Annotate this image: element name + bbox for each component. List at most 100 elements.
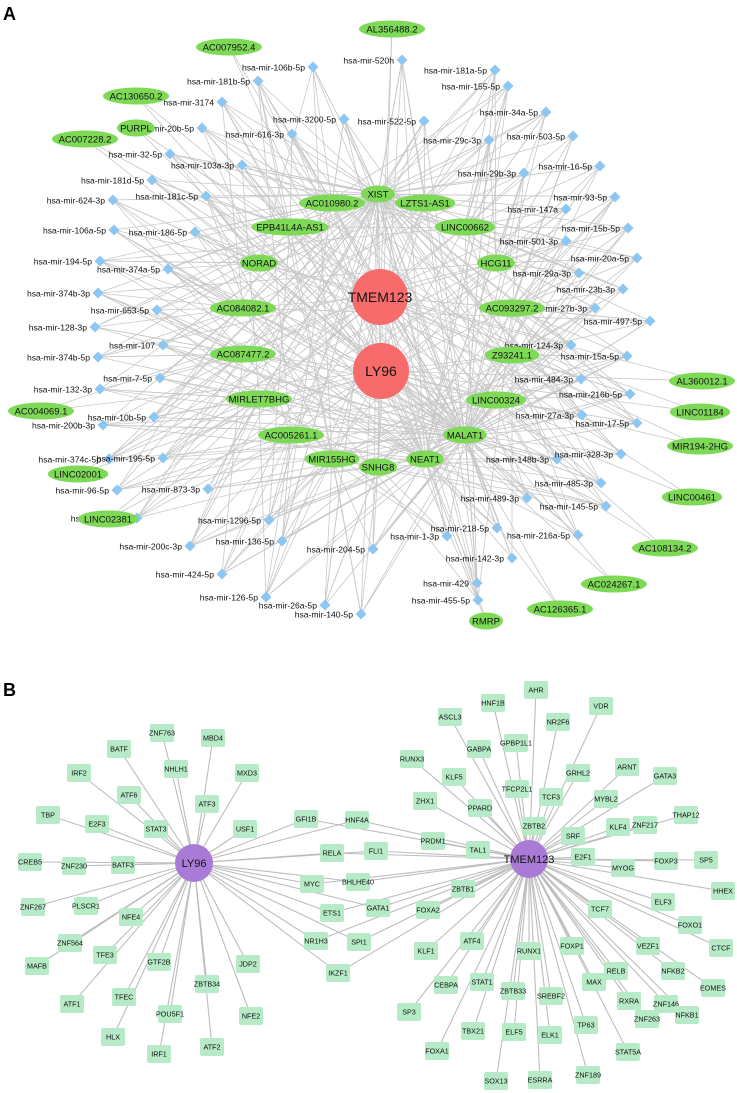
edge xyxy=(116,398,260,491)
hub-node xyxy=(353,343,409,399)
mirna-node xyxy=(338,113,350,125)
tf-node xyxy=(60,995,84,1013)
mirna-node xyxy=(491,522,503,534)
tf-label: ATF3 xyxy=(198,800,215,809)
tf-label: ZNF263 xyxy=(634,1015,660,1024)
lncrna-node xyxy=(479,299,545,317)
mirna-node xyxy=(489,64,501,76)
edge xyxy=(221,458,426,575)
edge xyxy=(512,858,530,992)
edge xyxy=(258,111,547,264)
edge xyxy=(136,434,292,519)
tf-node xyxy=(364,842,388,860)
lncrna-node xyxy=(299,194,365,212)
tf-label: ATF1 xyxy=(63,1000,80,1009)
lncrna-node xyxy=(359,20,425,38)
lncrna-label: AC010980.2 xyxy=(306,199,359,210)
mirna-node xyxy=(572,529,584,541)
mirna-label: hsa-mir-20b-5p xyxy=(136,124,194,134)
edge xyxy=(265,434,292,598)
edge xyxy=(464,434,622,455)
edge xyxy=(511,240,567,309)
lncrna-node xyxy=(484,346,540,364)
edge xyxy=(97,292,244,355)
lncrna-label: AC024267.1 xyxy=(588,580,641,591)
mirna-label: hsa-mir-1-3p xyxy=(390,532,439,542)
edge xyxy=(380,370,701,413)
lncrna-node xyxy=(661,488,723,506)
tf-node xyxy=(504,734,528,752)
lncrna-label: AC093297.2 xyxy=(486,304,539,315)
edge xyxy=(495,399,622,455)
edge xyxy=(258,398,448,537)
edge xyxy=(193,862,333,914)
mirna-node xyxy=(624,388,636,400)
mirna-node xyxy=(565,339,577,351)
edge xyxy=(162,202,426,459)
hub-node xyxy=(510,840,548,878)
tf-label: ASCL3 xyxy=(439,713,462,722)
lncrna-label: MALAT1 xyxy=(447,431,483,442)
mirna-label: hsa-mir-200c-3p xyxy=(119,542,182,552)
mirna-label: hsa-mir-181d-5p xyxy=(81,176,144,186)
tf-node xyxy=(67,764,91,782)
edge xyxy=(528,858,587,1026)
tf-label: MYOG xyxy=(612,864,634,873)
edge xyxy=(511,196,616,309)
mirna-node xyxy=(89,321,101,333)
mirna-label: hsa-mir-216b-5p xyxy=(559,390,622,400)
tf-node xyxy=(653,767,677,785)
lncrna-node xyxy=(667,437,733,455)
tf-node xyxy=(347,933,371,951)
tf-node xyxy=(85,815,109,833)
tf-label: HNF4A xyxy=(345,816,369,825)
edge xyxy=(377,85,509,195)
lncrna-node xyxy=(304,450,360,468)
edge xyxy=(77,296,381,475)
tf-node xyxy=(616,1043,640,1061)
tf-label: AHR xyxy=(528,686,543,695)
lncrna-label: AC130650.2 xyxy=(110,92,163,103)
tf-label: ZNF217 xyxy=(632,821,658,830)
mirna-label: hsa-mir-616-3p xyxy=(226,130,284,140)
tf-label: SRF xyxy=(566,832,581,841)
mirna-node xyxy=(252,75,264,87)
lncrna-label: AC005261.1 xyxy=(265,431,318,442)
edge xyxy=(379,296,693,498)
tf-node xyxy=(346,873,370,891)
tf-label: ELF3 xyxy=(654,898,671,907)
edge xyxy=(312,66,466,436)
edge xyxy=(423,120,466,436)
edge xyxy=(511,354,638,424)
mirna-node xyxy=(595,477,607,489)
tf-node xyxy=(438,708,462,726)
edge xyxy=(343,118,379,195)
lncrna-label: AC126365.1 xyxy=(534,605,587,616)
edge xyxy=(281,202,333,542)
tf-label: GPBP1L1 xyxy=(500,739,532,748)
edge xyxy=(193,862,249,965)
mirna-node xyxy=(518,167,530,179)
mirna-node xyxy=(575,373,587,385)
tf-label: IRF1 xyxy=(151,1050,167,1059)
edge xyxy=(193,862,252,1017)
edge xyxy=(281,354,513,542)
edge xyxy=(495,399,607,507)
mirna-node xyxy=(111,484,123,496)
edge xyxy=(464,344,572,436)
mirna-label: hsa-mir-328-3p xyxy=(555,450,613,460)
edge xyxy=(201,127,513,356)
edge xyxy=(151,179,260,264)
edge xyxy=(511,257,638,309)
edge xyxy=(189,193,379,547)
edge xyxy=(528,858,664,903)
edge xyxy=(464,422,638,436)
tf-node xyxy=(460,932,484,950)
tf-label: HHEX xyxy=(713,887,733,896)
edge xyxy=(221,193,379,575)
edge xyxy=(189,434,292,547)
tf-node xyxy=(470,973,494,991)
tf-node xyxy=(451,880,475,898)
tf-label: ZBTB33 xyxy=(500,987,526,996)
tf-node xyxy=(611,859,635,877)
